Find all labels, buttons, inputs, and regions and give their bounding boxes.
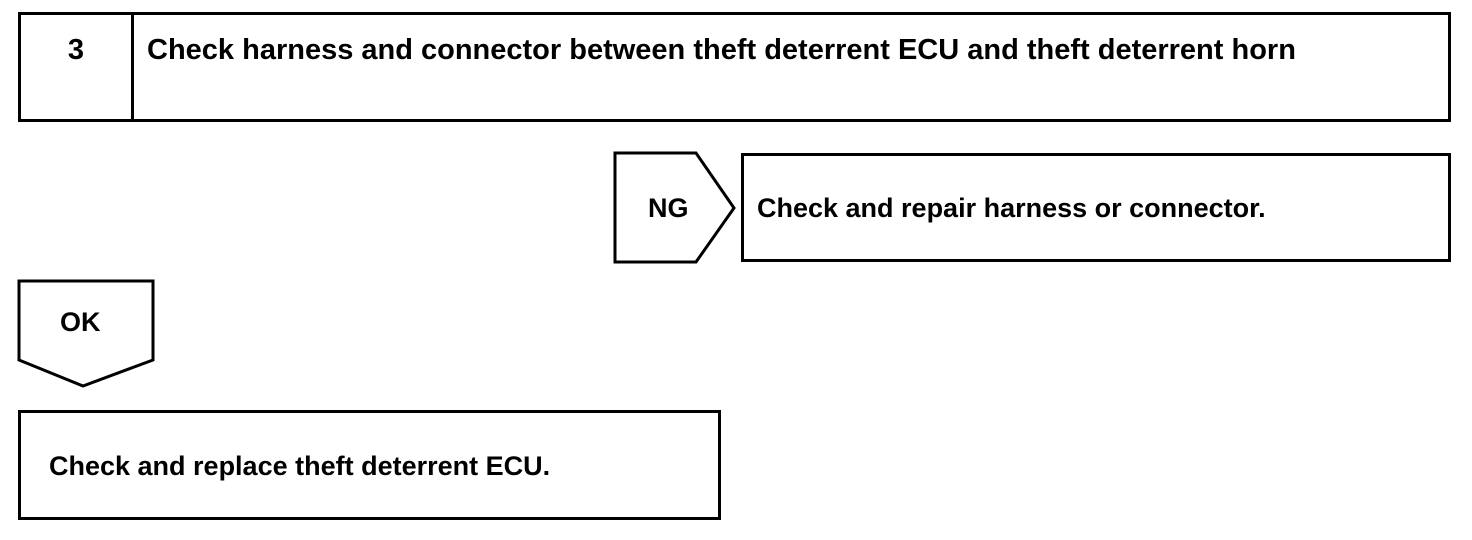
ng-result-text: Check and repair harness or connector. [757,193,1266,223]
ok-arrow-shape [17,279,155,388]
step-divider [131,15,134,119]
ok-label: OK [60,307,101,337]
ok-result-text: Check and replace theft deterrent ECU. [49,451,551,481]
ng-result-box: Check and repair harness or connector. [741,153,1451,262]
step-box: 3 Check harness and connector between th… [18,12,1451,122]
ng-label: NG [648,193,689,223]
ok-result-box: Check and replace theft deterrent ECU. [18,410,721,520]
ng-arrow-shape [613,151,736,264]
step-title: Check harness and connector between thef… [147,34,1296,66]
step-number: 3 [67,34,85,66]
